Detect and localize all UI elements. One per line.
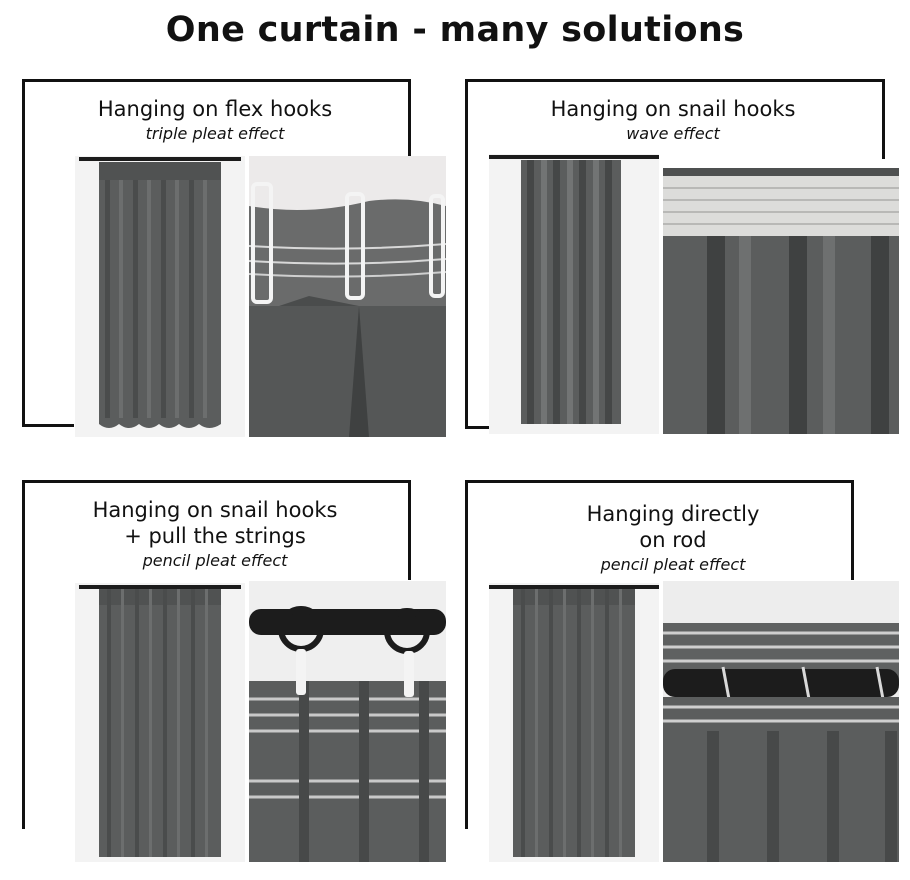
full-curtain-photo (489, 154, 659, 434)
panel-subheading: triple pleat effect (145, 124, 285, 143)
rings-detail-photo (249, 581, 446, 862)
rod-detail-photo (663, 581, 899, 862)
panel-caption: Hanging on snail hooks + pull the string… (60, 497, 370, 572)
panel-heading-line-1: Hanging on snail hooks (92, 498, 338, 522)
panel-heading-line-1: Hanging directly (586, 502, 760, 526)
panel-caption: Hanging on flex hooks triple pleat effec… (60, 96, 370, 145)
panel-heading: Hanging on flex hooks (97, 97, 333, 121)
full-curtain-photo (75, 583, 245, 862)
panel-subheading: wave effect (626, 124, 720, 143)
panel-subheading: pencil pleat effect (142, 551, 288, 570)
panel-caption: Hanging directly on rod pencil pleat eff… (510, 501, 836, 576)
panel-heading: Hanging on snail hooks (550, 97, 796, 121)
flex-hooks-detail-photo (249, 156, 446, 437)
page-title: One curtain - many solutions (165, 10, 745, 50)
full-curtain-photo (75, 156, 245, 437)
panel-heading-line-2: on rod (639, 528, 707, 552)
panel-heading-line-2: + pull the strings (124, 524, 306, 548)
snail-hooks-detail-photo (663, 168, 899, 434)
panel-subheading: pencil pleat effect (600, 555, 746, 574)
full-curtain-photo (489, 583, 659, 862)
panel-caption: Hanging on snail hooks wave effect (515, 96, 831, 145)
